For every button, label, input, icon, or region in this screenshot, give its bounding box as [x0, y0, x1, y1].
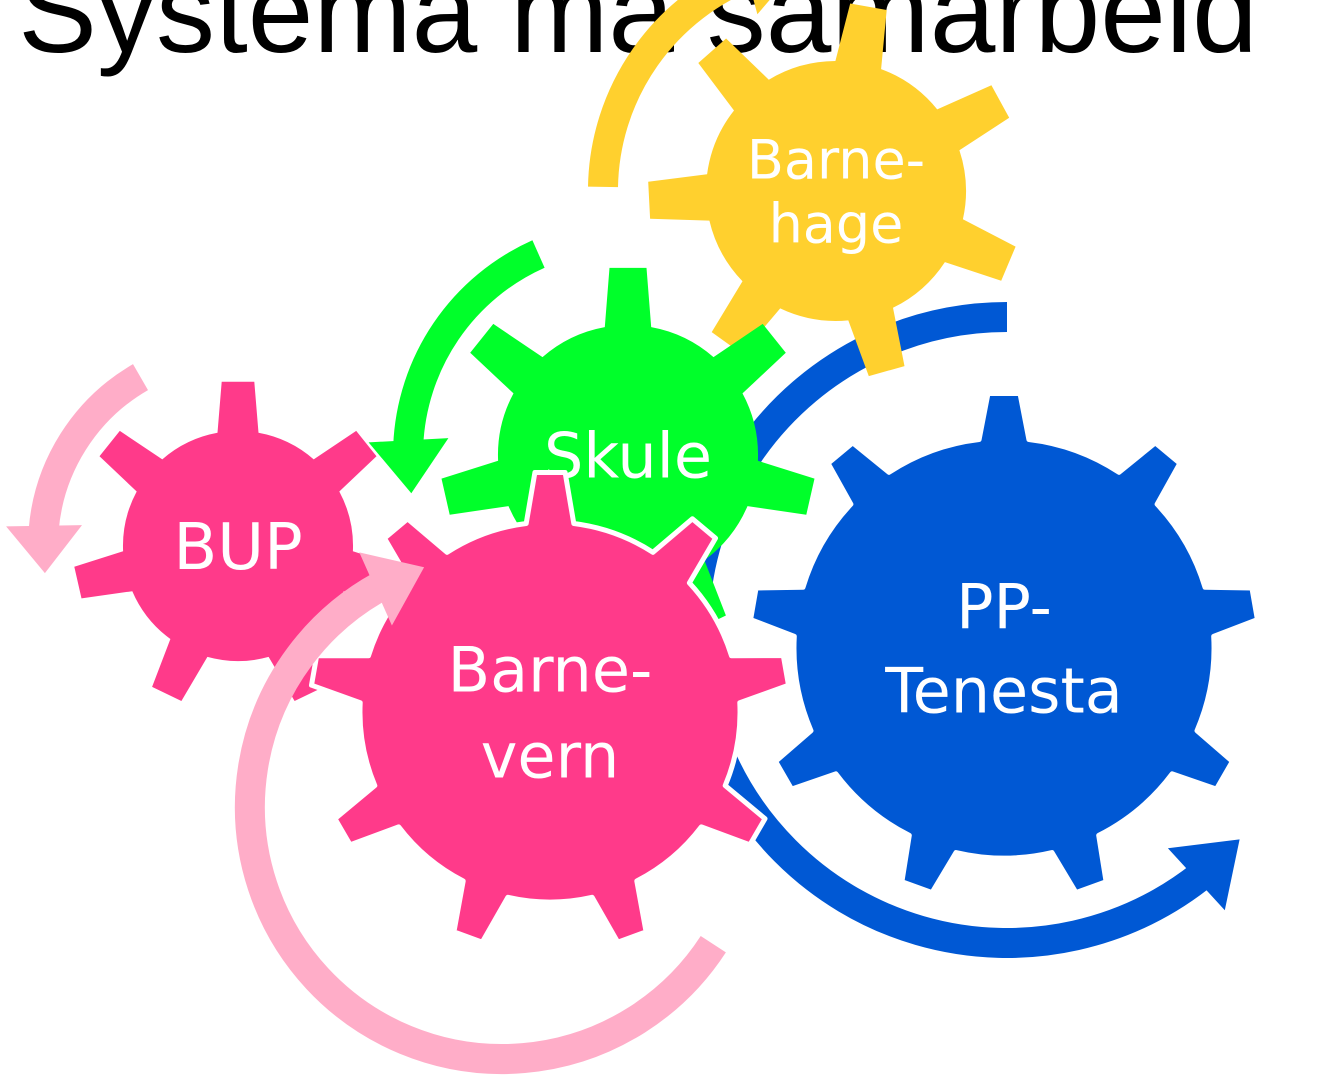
- gear-skule-label: Skule: [544, 419, 712, 492]
- gear-pp-tenesta-label: Tenesta: [884, 654, 1123, 727]
- gear-bup: BUP: [74, 381, 402, 701]
- gear-barnevern: Barne-vern: [309, 470, 791, 945]
- barnehage-arrow-head: [753, 0, 770, 15]
- gear-barnevern-label: Barne-: [448, 633, 653, 706]
- gear-barnehage: Barne-hage: [648, 3, 1016, 377]
- barnevern-arrow: [234, 552, 726, 1075]
- barnehage-arrow-shaft: [588, 0, 732, 188]
- barnehage-arrow: [588, 0, 770, 188]
- gear-barnehage-label: hage: [769, 192, 904, 255]
- pp-tenesta-arrow-head: [1167, 839, 1240, 911]
- barnevern-arrow-head: [359, 552, 425, 626]
- barnevern-arrow-shaft: [234, 573, 726, 1075]
- bup-arrow: [6, 364, 149, 574]
- gear-bup-label: BUP: [173, 511, 302, 585]
- gear-pp-tenesta: PP- Tenesta: [748, 391, 1260, 896]
- bup-arrow-shaft: [28, 364, 149, 533]
- gear-barnehage-shape: [648, 3, 1016, 377]
- bup-arrow-head: [6, 525, 83, 574]
- gear-pp-tenesta-label: PP-: [956, 570, 1052, 643]
- skule-arrow-head: [368, 438, 449, 494]
- skule-arrow-shaft: [393, 240, 545, 447]
- gear-barnehage-label: Barne-: [747, 128, 925, 191]
- gear-barnevern-shape: [309, 470, 791, 945]
- gear-barnevern-label: vern: [481, 719, 620, 792]
- skule-arrow: [368, 240, 545, 494]
- gear-pp-tenesta-shape: [748, 391, 1260, 896]
